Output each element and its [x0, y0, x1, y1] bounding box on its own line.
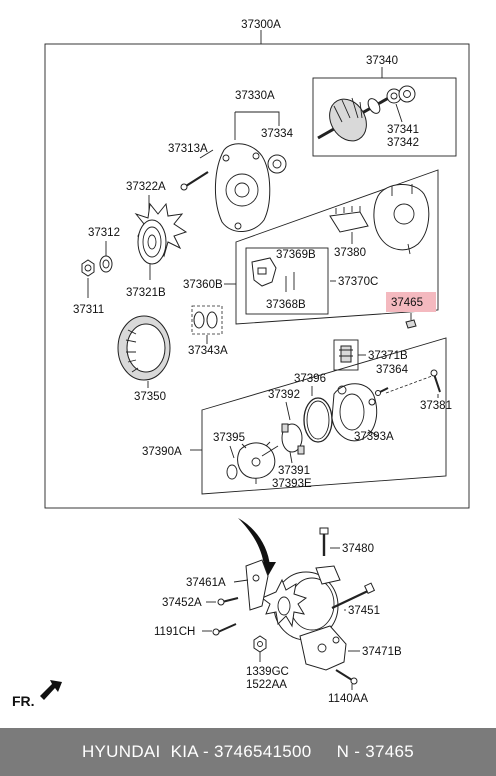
diode-part: [329, 206, 369, 233]
label-bearing-bracket[interactable]: 37334: [261, 128, 294, 140]
label-cam-ring[interactable]: 37391: [278, 465, 310, 477]
label-nut[interactable]: 37311: [73, 304, 104, 316]
cover-plate-part: [237, 441, 279, 484]
installed-alternator-part: [261, 565, 341, 641]
label-seal[interactable]: 37393E: [272, 478, 312, 490]
assembly-frame: [44, 43, 470, 509]
brush-holder-part: [251, 257, 295, 292]
bearing-bracket-part: [267, 154, 287, 174]
installation-arrow: [238, 518, 270, 566]
small-screw-part: [375, 387, 389, 396]
label-housing[interactable]: 37393A: [354, 431, 394, 443]
label-nut-b[interactable]: 1522AA: [246, 679, 287, 691]
alternator-exploded-diagram: 37300A 37340 37341 37342 37330A 37334 37…: [12, 19, 470, 709]
label-bearing-rear[interactable]: 37342: [387, 137, 419, 149]
label-pulley[interactable]: 37321B: [126, 287, 166, 299]
label-bolt-upper[interactable]: 37452A: [162, 597, 202, 609]
label-regulator-box[interactable]: 37360B: [183, 279, 223, 291]
spacer-part: [99, 255, 113, 273]
label-bolt-bottom[interactable]: 1140AA: [328, 693, 368, 705]
upper-bracket-part: [245, 559, 269, 611]
label-assembly[interactable]: 37300A: [241, 19, 281, 31]
lower-bolt-part: [212, 623, 237, 636]
label-bearing-front[interactable]: 37341: [387, 124, 419, 136]
label-brush-spring[interactable]: 37368B: [266, 299, 306, 311]
rotor-bearings-part: [386, 85, 416, 104]
top-bolt-part: [319, 527, 329, 556]
label-diode[interactable]: 37380: [334, 247, 366, 259]
bottom-bolt-part: [335, 669, 358, 685]
rotor-group-box: [312, 77, 457, 157]
rear-bracket-part: [373, 184, 430, 255]
big-o-ring-part: [303, 397, 333, 443]
label-bracket-upper[interactable]: 37461A: [186, 577, 226, 589]
label-bracket-lower[interactable]: 37471B: [362, 646, 402, 658]
label-bolt-front[interactable]: 37313A: [168, 143, 208, 155]
front-bolt-part: [180, 171, 209, 191]
label-bolt-long[interactable]: 37451: [348, 605, 380, 617]
label-spacer[interactable]: 37312: [88, 227, 120, 239]
label-rotor-vane[interactable]: 37392: [268, 389, 300, 401]
rear-bolt-part: [430, 369, 441, 393]
lower-bracket-part: [299, 625, 347, 671]
brush-holder-box: [245, 247, 329, 315]
label-fan[interactable]: 37322A: [126, 181, 166, 193]
upper-bolt-part: [217, 597, 239, 606]
label-nut-a[interactable]: 1339GC: [246, 666, 289, 678]
label-highlighted-part[interactable]: 37465: [391, 297, 423, 309]
front-bracket-part: [214, 143, 271, 232]
highlighted-label-box: [386, 292, 436, 312]
rotor-shaft-part: [317, 94, 393, 142]
label-bolt-top[interactable]: 37480: [342, 543, 374, 555]
label-regulator-asm[interactable]: 37370C: [338, 276, 378, 288]
label-vacuum-asm[interactable]: 37390A: [142, 446, 182, 458]
label-brush-holder[interactable]: 37369B: [276, 249, 316, 261]
label-bolt-rear[interactable]: 37381: [420, 400, 452, 412]
highlighted-part-shape: [405, 319, 417, 329]
label-bolt-lower[interactable]: 1191CH: [154, 626, 195, 638]
footer-part-number-text: HYUNDAI KIA - 3746541500 N - 37465: [81, 742, 415, 761]
label-valve[interactable]: 37371B: [368, 350, 408, 362]
rotor-vane-part: [281, 423, 305, 455]
label-rotor-group[interactable]: 37340: [366, 55, 398, 67]
small-o-ring-part: [226, 464, 238, 480]
nut-part: [81, 259, 95, 277]
nut-install-part: [253, 635, 267, 653]
long-bolt-part: [331, 582, 376, 609]
footer-bar: HYUNDAI KIA - 3746541500 N - 37465: [0, 728, 496, 776]
label-o-ring-big[interactable]: 37396: [294, 373, 326, 385]
pulley-part: [137, 219, 167, 265]
pump-housing-part: [331, 383, 378, 442]
front-marker-arrow-icon: [40, 680, 62, 700]
label-stator[interactable]: 37350: [134, 391, 166, 403]
bushing-part: [193, 311, 218, 329]
label-cover-plate[interactable]: 37395: [213, 432, 245, 444]
front-marker-label: FR.: [12, 693, 35, 709]
stator-part: [117, 315, 171, 381]
label-screw-small[interactable]: 37364: [376, 364, 409, 376]
vacuum-pump-box: [201, 337, 447, 495]
regulator-box: [235, 169, 439, 325]
valve-part: [339, 345, 353, 363]
label-bushing[interactable]: 37343A: [188, 345, 228, 357]
label-front-bracket[interactable]: 37330A: [235, 90, 275, 102]
